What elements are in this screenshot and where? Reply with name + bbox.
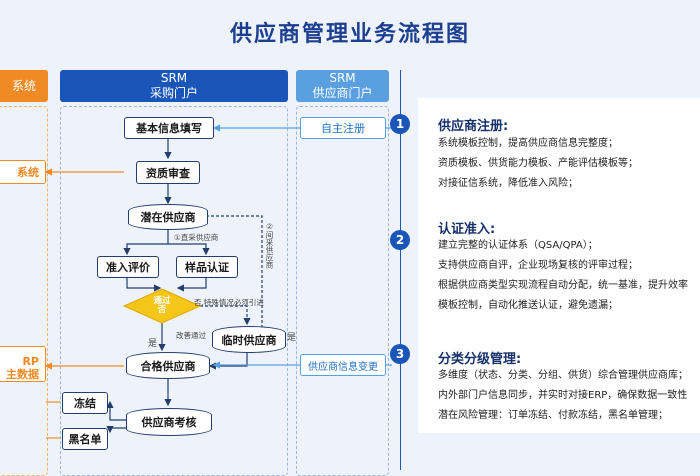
section-1-line-3: 对接征信系统，降低准入风险； xyxy=(438,178,578,189)
erp-line2: 主数据 xyxy=(6,368,39,381)
node-supplier-eval[interactable]: 供应商考核 xyxy=(126,408,212,436)
lane-header-left: 系统 xyxy=(0,70,48,102)
node-sample-cert[interactable]: 样品认证 xyxy=(176,256,238,278)
timeline-line xyxy=(400,70,401,470)
section-2-line-1: 建立完整的认证体系（QSA/QPA）； xyxy=(438,240,598,251)
section-3-line-3: 潜在风险管理：订单冻结、付款冻结，黑名单管理； xyxy=(438,410,668,421)
section-2-line-3: 根据供应商类型实现流程自动分配，统一基准，提升效率 xyxy=(438,280,688,291)
section-2-line-2: 支持供应商自评，企业现场复核的评审过程； xyxy=(438,260,638,271)
label-special-case: 否,特殊情况必须引进 xyxy=(194,298,264,307)
node-qualification[interactable]: 资质审查 xyxy=(136,161,200,184)
node-basic-info[interactable]: 基本信息填写 xyxy=(124,117,214,139)
section-2-number: 2 xyxy=(390,230,410,250)
label-direct-supplier: ①直采供应商 xyxy=(174,233,219,242)
node-entry-eval[interactable]: 准入评价 xyxy=(97,256,159,278)
node-freeze[interactable]: 冻结 xyxy=(62,392,108,414)
lane-header-srm-purchase-line1: SRM xyxy=(160,71,188,85)
section-2-title: 认证准入: xyxy=(438,222,496,237)
erp-master-data-box: RP 主数据 xyxy=(0,346,46,382)
section-3-line-2: 内外部门户信息同步，并实时对接ERP，确保数据一致性 xyxy=(438,390,688,401)
lane-header-srm-purchase-line2: 采购门户 xyxy=(149,86,198,100)
section-2-line-4: 模板控制，自动化推送认证，避免遗漏； xyxy=(438,300,618,311)
node-pass-decision[interactable]: 通过 否 xyxy=(153,296,171,315)
section-3-number: 3 xyxy=(390,344,410,364)
section-3-title: 分类分级管理: xyxy=(438,352,522,367)
system-box: 系统 xyxy=(0,160,46,184)
page-title: 供应商管理业务流程图 xyxy=(229,22,470,47)
lane-header-srm-purchase: SRM 采购门户 xyxy=(60,70,288,102)
lane-header-left-label: 系统 xyxy=(11,78,36,93)
label-yes-right: 是 xyxy=(287,333,297,343)
node-temp-supplier[interactable]: 临时供应商 xyxy=(212,326,286,353)
node-blacklist[interactable]: 黑名单 xyxy=(62,428,108,450)
section-1-number: 1 xyxy=(390,114,410,134)
decision-diamond xyxy=(122,288,202,324)
feature-panel xyxy=(418,98,700,433)
lane-header-srm-supplier-line1: SRM xyxy=(329,71,356,85)
label-improved: 改善通过 xyxy=(176,331,206,340)
node-info-change[interactable]: 供应商信息变更 xyxy=(300,354,386,376)
section-1-title: 供应商注册: xyxy=(438,119,509,134)
erp-line1: RP xyxy=(22,355,39,368)
section-1-line-1: 系统模板控制，提高供应商信息完整度； xyxy=(438,138,618,149)
node-self-register[interactable]: 自主注册 xyxy=(300,117,386,139)
label-indirect-supplier: ②间采供应商 xyxy=(265,222,274,269)
lane-header-srm-supplier: SRM 供应商门户 xyxy=(296,70,389,102)
node-potential-supplier[interactable]: 潜在供应商 xyxy=(128,204,208,230)
label-yes-left: 是 xyxy=(148,339,158,349)
node-qualified-supplier[interactable]: 合格供应商 xyxy=(126,352,210,379)
section-3-line-1: 多维度（状态、分类、分组、供货）综合管理供应商库； xyxy=(438,370,688,381)
section-1-line-2: 资质模板、供货能力模板、产能评估模板等； xyxy=(438,158,638,169)
lane-header-srm-supplier-line2: 供应商门户 xyxy=(312,86,373,100)
